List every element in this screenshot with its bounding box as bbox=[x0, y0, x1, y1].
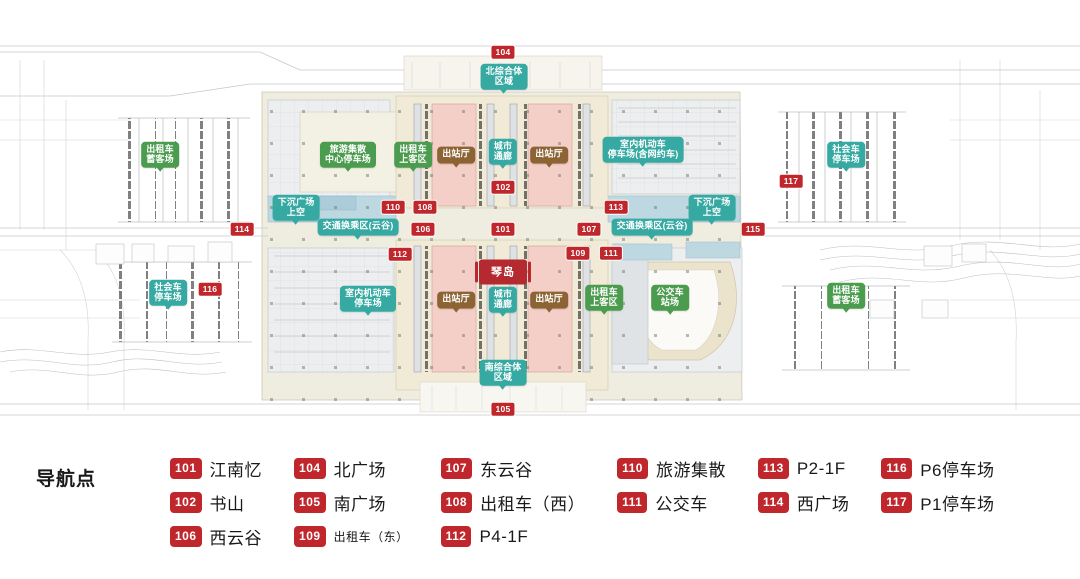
map-badge-114[interactable]: 114 bbox=[229, 221, 255, 237]
map-badge-112[interactable]: 112 bbox=[387, 246, 413, 262]
legend-label-107: 东云谷 bbox=[480, 461, 533, 480]
map-label-transfer-zone-west[interactable]: 交通换乘区(云谷) bbox=[317, 218, 399, 240]
legend-badge-101: 101 bbox=[170, 458, 202, 479]
qindao-plaque: 琴岛 bbox=[475, 259, 531, 285]
legend-item-102[interactable]: 102 书山 bbox=[170, 490, 262, 515]
legend-label-109: 出租车（东） bbox=[333, 530, 409, 544]
legend-badge-111: 111 bbox=[617, 492, 648, 513]
map-badge-110[interactable]: 110 bbox=[380, 199, 406, 215]
legend-item-111[interactable]: 111 公交车 bbox=[617, 490, 726, 515]
legend-badge-116: 116 bbox=[881, 458, 913, 479]
legend-item-110[interactable]: 110 旅游集散 bbox=[617, 456, 726, 481]
map-label-taxi-pickup-zone-south[interactable]: 出租车 上客区 bbox=[585, 284, 623, 316]
map-badge-101[interactable]: 101 bbox=[490, 221, 516, 237]
map-badge-104[interactable]: 104 bbox=[490, 44, 516, 60]
legend-badge-109: 109 bbox=[294, 526, 326, 547]
legend-item-101[interactable]: 101 江南忆 bbox=[170, 456, 262, 481]
legend-badge-104: 104 bbox=[294, 458, 326, 479]
legend-badge-107: 107 bbox=[440, 458, 473, 479]
legend-label-106: 西云谷 bbox=[209, 529, 263, 548]
legend-item-105[interactable]: 105 南广场 bbox=[294, 490, 409, 515]
map-label-indoor-motor-parking-ride[interactable]: 室内机动车 停车场(含网约车) bbox=[602, 136, 684, 168]
map-badge-113[interactable]: 113 bbox=[603, 199, 629, 215]
map-badge-106[interactable]: 106 bbox=[410, 221, 436, 237]
map-label-social-car-park-ne[interactable]: 社会车 停车场 bbox=[827, 141, 865, 173]
map-label-taxi-pickup-zone-north[interactable]: 出租车 上客区 bbox=[394, 141, 432, 173]
map-label-sunken-plaza-overhead-e[interactable]: 下沉广场 上空 bbox=[688, 194, 736, 226]
legend-label-110: 旅游集散 bbox=[655, 461, 726, 480]
legend-label-112: P4-1F bbox=[479, 526, 529, 546]
map-badge-115[interactable]: 115 bbox=[740, 221, 766, 237]
map-badge-105[interactable]: 105 bbox=[490, 401, 516, 417]
map-label-departure-hall-sw[interactable]: 出站厅 bbox=[437, 291, 475, 313]
legend-item-108[interactable]: 108 出租车（西） bbox=[440, 490, 586, 515]
legend-badge-113: 113 bbox=[757, 458, 789, 479]
legend-badge-117: 117 bbox=[881, 492, 913, 513]
legend-item-112[interactable]: 112 P4-1F bbox=[440, 526, 586, 547]
map-badge-117[interactable]: 117 bbox=[778, 173, 804, 189]
map-label-bus-station-yard[interactable]: 公交车 站场 bbox=[651, 284, 689, 316]
legend-label-117: P1停车场 bbox=[920, 495, 995, 514]
legend-item-114[interactable]: 114 西广场 bbox=[757, 490, 850, 515]
map-label-transfer-zone-east[interactable]: 交通换乘区(云谷) bbox=[611, 218, 693, 240]
map-badge-108[interactable]: 108 bbox=[412, 199, 438, 215]
map-label-departure-hall-nw[interactable]: 出站厅 bbox=[437, 146, 475, 168]
map-label-south-complex-zone[interactable]: 南综合体 区域 bbox=[479, 359, 527, 391]
legend-badge-112: 112 bbox=[440, 526, 472, 547]
map-label-taxi-storage-lot-east[interactable]: 出租车 蓄客场 bbox=[827, 282, 865, 314]
legend-label-105: 南广场 bbox=[333, 495, 387, 514]
legend-badge-114: 114 bbox=[757, 492, 789, 513]
map-label-tourist-center-parking[interactable]: 旅游集散 中心停车场 bbox=[319, 141, 377, 173]
legend-label-101: 江南忆 bbox=[209, 461, 263, 480]
legend-item-116[interactable]: 116 P6停车场 bbox=[881, 456, 994, 481]
legend-label-104: 北广场 bbox=[333, 461, 387, 480]
legend-panel: 导航点 101 江南忆 104 北广场 107 东云谷 110 旅游集散 113 P2-1F 116… bbox=[0, 440, 1080, 579]
legend-label-113: P2-1F bbox=[796, 458, 846, 478]
legend-item-104[interactable]: 104 北广场 bbox=[294, 456, 409, 481]
legend-item-106[interactable]: 106 西云谷 bbox=[170, 524, 262, 549]
map-label-social-car-park-sw[interactable]: 社会车 停车场 bbox=[149, 279, 187, 311]
station-floor-map[interactable]: 北综合体 区域出租车 蓄客场旅游集散 中心停车场出租车 上客区出站厅城市 通廊出… bbox=[0, 0, 1080, 440]
legend-grid: 101 江南忆 104 北广场 107 东云谷 110 旅游集散 113 P2-1F 116 P6停车… bbox=[170, 456, 994, 549]
legend-badge-102: 102 bbox=[170, 492, 202, 513]
legend-item-113[interactable]: 113 P2-1F bbox=[757, 458, 849, 479]
legend-label-114: 西广场 bbox=[796, 495, 850, 514]
legend-badge-110: 110 bbox=[617, 458, 648, 479]
map-badge-109[interactable]: 109 bbox=[565, 245, 591, 261]
map-label-indoor-motor-parking-sw[interactable]: 室内机动车 停车场 bbox=[339, 285, 397, 317]
map-vector-drawing bbox=[0, 45, 1080, 416]
map-label-city-corridor-south[interactable]: 城市 通廊 bbox=[488, 286, 518, 318]
map-label-north-complex-zone[interactable]: 北综合体 区域 bbox=[480, 63, 528, 95]
map-label-city-corridor-north[interactable]: 城市 通廊 bbox=[488, 138, 518, 170]
map-badge-107[interactable]: 107 bbox=[576, 221, 602, 237]
legend-label-108: 出租车（西） bbox=[480, 495, 586, 514]
legend-label-111: 公交车 bbox=[655, 495, 708, 514]
map-badge-102[interactable]: 102 bbox=[490, 179, 516, 195]
legend-label-116: P6停车场 bbox=[920, 461, 995, 480]
legend-label-102: 书山 bbox=[209, 495, 245, 514]
legend-badge-105: 105 bbox=[294, 492, 326, 513]
map-label-sunken-plaza-overhead-w[interactable]: 下沉广场 上空 bbox=[272, 194, 320, 226]
map-label-taxi-storage-lot-west[interactable]: 出租车 蓄客场 bbox=[141, 141, 179, 173]
legend-badge-108: 108 bbox=[440, 492, 473, 513]
map-label-departure-hall-ne[interactable]: 出站厅 bbox=[530, 146, 568, 168]
legend-item-107[interactable]: 107 东云谷 bbox=[440, 456, 586, 481]
legend-badge-106: 106 bbox=[170, 526, 202, 547]
map-label-departure-hall-se[interactable]: 出站厅 bbox=[530, 291, 568, 313]
legend-item-109[interactable]: 109 出租车（东） bbox=[294, 526, 409, 547]
map-badge-111[interactable]: 111 bbox=[598, 245, 624, 261]
map-badge-116[interactable]: 116 bbox=[197, 281, 223, 297]
legend-item-117[interactable]: 117 P1停车场 bbox=[881, 490, 994, 515]
legend-title: 导航点 bbox=[36, 469, 97, 490]
